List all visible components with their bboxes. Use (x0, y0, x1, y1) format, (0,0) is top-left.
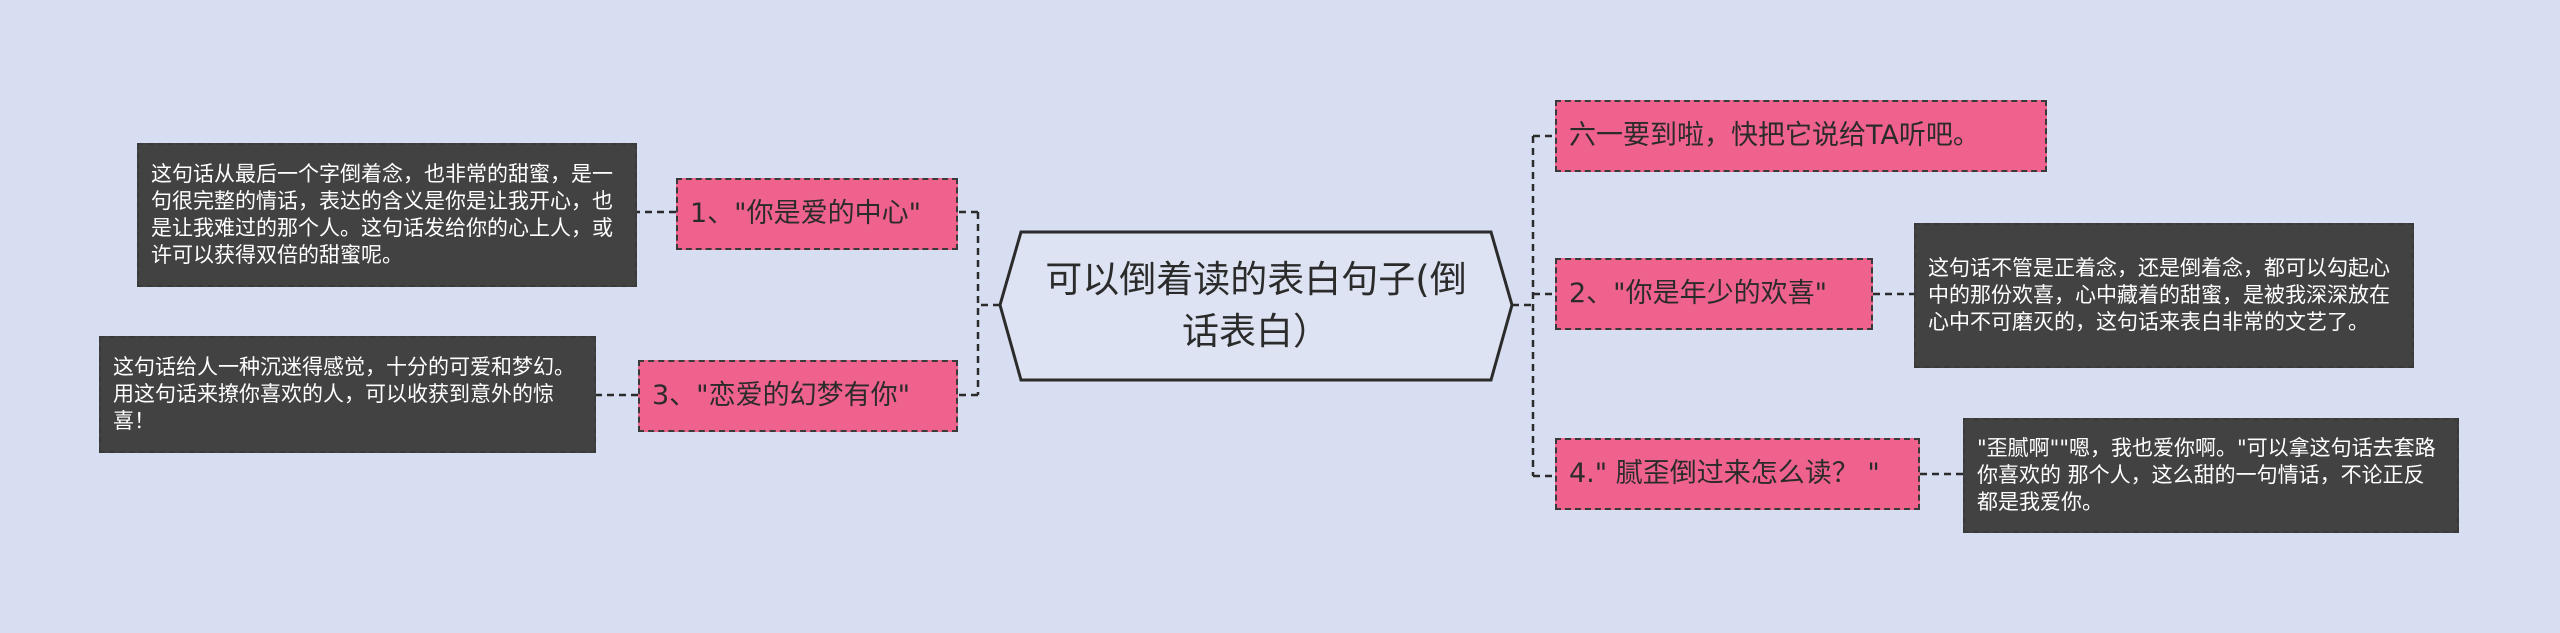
branch-node-1[interactable]: 1、"你是爱的中心" (676, 178, 958, 250)
detail-node-1-text: 这句话从最后一个字倒着念，也非常的甜蜜，是一句很完整的情话，表达的含义是你是让我… (151, 162, 613, 267)
branch-node-0-label: 六一要到啦，快把它说给TA听吧。 (1569, 120, 1980, 151)
detail-node-1[interactable]: 这句话从最后一个字倒着念，也非常的甜蜜，是一句很完整的情话，表达的含义是你是让我… (137, 143, 637, 287)
detail-node-2-text: 这句话不管是正着念，还是倒着念，都可以勾起心中的那份欢喜，心中藏着的甜蜜，是被我… (1928, 256, 2390, 334)
detail-node-4-text: "歪腻啊""嗯，我也爱你啊。"可以拿这句话去套路你喜欢的 那个人，这么甜的一句情… (1977, 436, 2436, 514)
detail-node-3-text: 这句话给人一种沉迷得感觉，十分的可爱和梦幻。用这句话来撩你喜欢的人，可以收获到意… (113, 355, 575, 433)
branch-node-0[interactable]: 六一要到啦，快把它说给TA听吧。 (1555, 100, 2047, 172)
root-node-label: 可以倒着读的表白句子(倒话表白） (1045, 258, 1467, 353)
detail-node-4[interactable]: "歪腻啊""嗯，我也爱你啊。"可以拿这句话去套路你喜欢的 那个人，这么甜的一句情… (1963, 418, 2459, 533)
root-node[interactable]: 可以倒着读的表白句子(倒话表白） (1000, 232, 1512, 380)
branch-node-2[interactable]: 2、"你是年少的欢喜" (1555, 258, 1873, 330)
detail-node-3[interactable]: 这句话给人一种沉迷得感觉，十分的可爱和梦幻。用这句话来撩你喜欢的人，可以收获到意… (99, 336, 596, 453)
detail-node-2[interactable]: 这句话不管是正着念，还是倒着念，都可以勾起心中的那份欢喜，心中藏着的甜蜜，是被我… (1914, 223, 2414, 368)
branch-node-4[interactable]: 4." 腻歪倒过来怎么读？ " (1555, 438, 1920, 510)
branch-node-2-label: 2、"你是年少的欢喜" (1569, 278, 1828, 309)
root-node-shape (998, 230, 1514, 382)
branch-node-3[interactable]: 3、"恋爱的幻梦有你" (638, 360, 958, 432)
branch-node-4-label: 4." 腻歪倒过来怎么读？ " (1569, 458, 1880, 489)
branch-node-1-label: 1、"你是爱的中心" (690, 198, 922, 229)
branch-node-3-label: 3、"恋爱的幻梦有你" (652, 380, 911, 411)
